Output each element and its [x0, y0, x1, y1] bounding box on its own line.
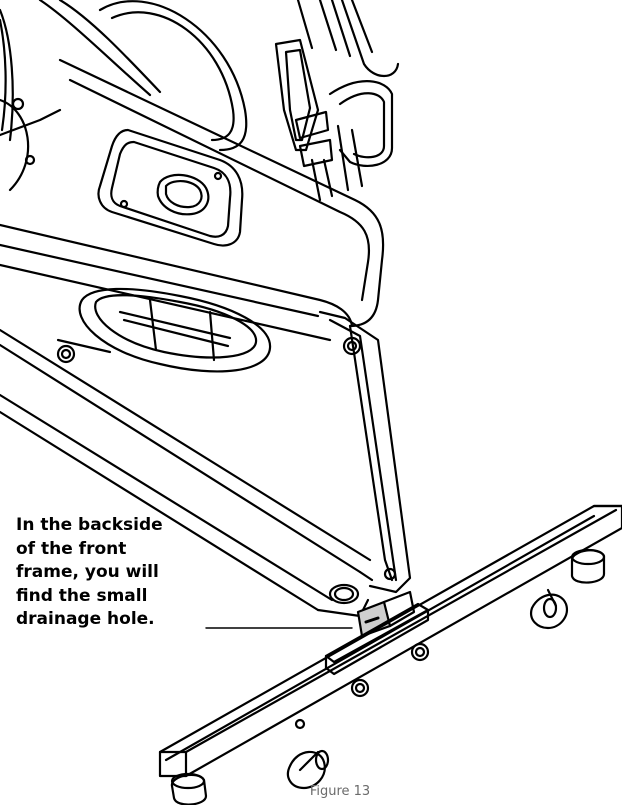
front-stabilizer-bar	[158, 504, 622, 778]
callout-line-3: frame, you will	[16, 562, 159, 582]
callout-line-1: In the backside	[16, 515, 163, 535]
drainage-hole-area	[356, 590, 416, 638]
frame-handle-cutout	[78, 287, 272, 373]
flywheel-housing	[0, 0, 248, 192]
frame-bolt	[342, 336, 362, 356]
callout-line-5: drainage hole.	[16, 609, 155, 629]
front-frame-leg	[56, 310, 412, 594]
axle-bolt	[11, 97, 25, 111]
rail-end-hole	[328, 583, 360, 605]
drainage-hole-callout: In the backside of the front frame, you …	[16, 514, 206, 632]
diagonal-rail	[0, 328, 374, 618]
stabilizer-feet	[170, 548, 606, 805]
panel-screw	[119, 199, 129, 209]
stabilizer-bolt	[350, 678, 370, 698]
callout-line-4: find the small	[16, 585, 148, 606]
callout-line-2: of the front	[16, 538, 127, 559]
stabilizer-bolt	[410, 642, 430, 662]
seat-post-bracket	[274, 0, 400, 202]
rail-bolt	[56, 344, 76, 364]
figure-caption: Figure 13	[309, 784, 371, 799]
